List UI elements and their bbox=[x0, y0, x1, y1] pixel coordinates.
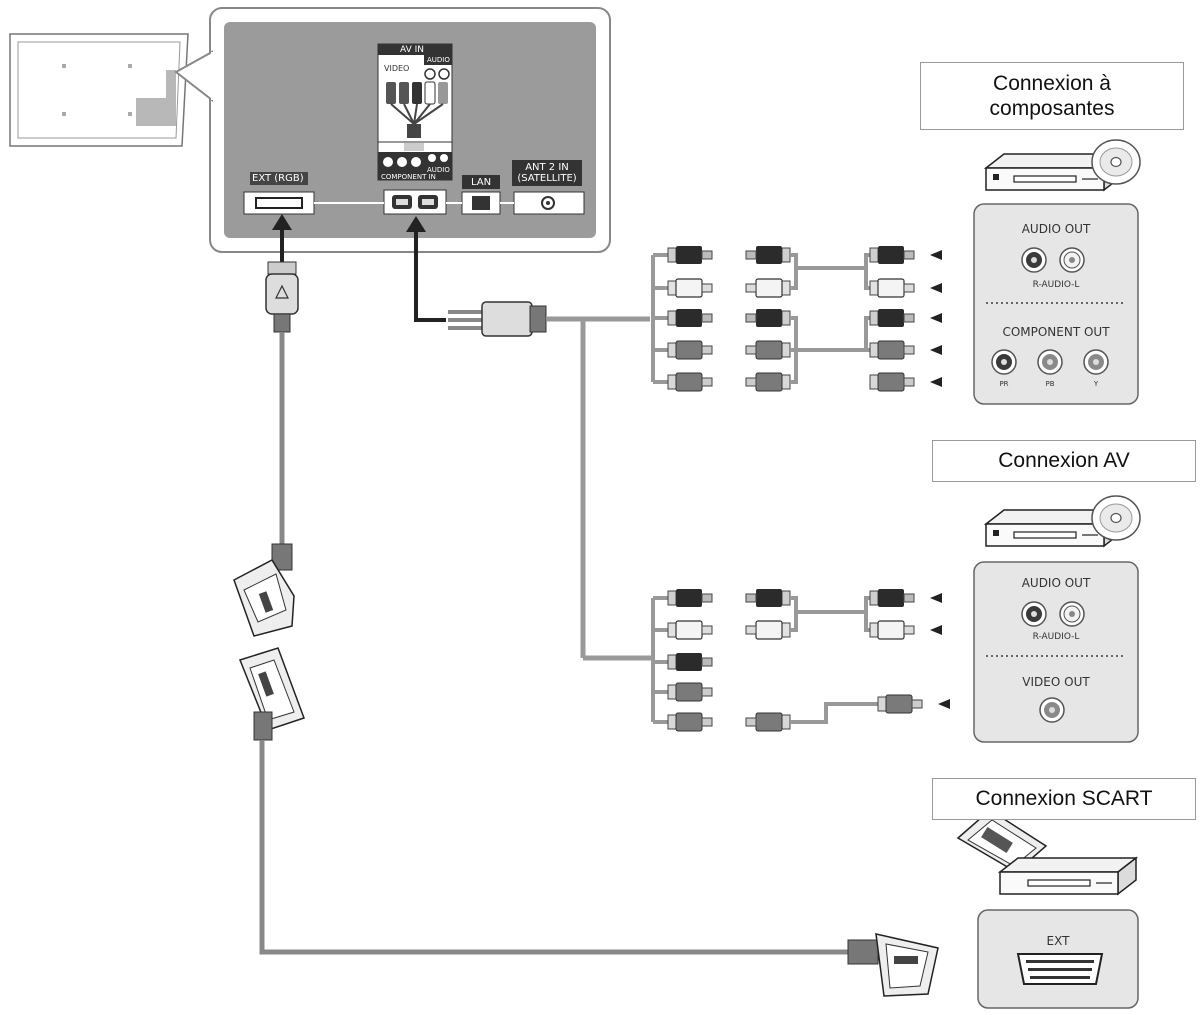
scart-port-pins bbox=[1026, 960, 1094, 979]
av-in-label: AV IN bbox=[400, 45, 424, 55]
player-av bbox=[985, 495, 1141, 547]
video-out-label: VIDEO OUT bbox=[1022, 675, 1090, 689]
av-r-audio-l-label: R-AUDIO-L bbox=[1032, 632, 1080, 642]
component-ports-box bbox=[973, 203, 1139, 405]
component-title-line2: composantes bbox=[989, 97, 1115, 120]
av-in-jacks bbox=[378, 68, 452, 180]
audio-label-bottom: AUDIO bbox=[427, 166, 450, 174]
player-scart bbox=[956, 809, 1139, 896]
ant2-label-line1: ANT 2 IN bbox=[525, 162, 569, 173]
ext-label: EXT bbox=[1046, 934, 1070, 948]
audio-label-top: AUDIO bbox=[427, 56, 450, 64]
component-r-audio-l-label: R-AUDIO-L bbox=[1032, 280, 1080, 290]
component-connection-title: Connexion à composantes bbox=[920, 62, 1184, 130]
pb-label: PB bbox=[1045, 380, 1055, 388]
av-ports-box bbox=[973, 561, 1139, 743]
component-audio-out-label: AUDIO OUT bbox=[1021, 222, 1091, 236]
lan-label: LAN bbox=[471, 177, 492, 188]
component-rca-plugs bbox=[667, 245, 942, 392]
video-label: VIDEO bbox=[384, 64, 410, 73]
scart-ports-box bbox=[977, 909, 1139, 1009]
ant2-label-line2: (SATELLITE) bbox=[517, 173, 577, 184]
arrow-component-in bbox=[406, 216, 446, 322]
player-component bbox=[985, 139, 1141, 191]
scart-connection-title: Connexion SCART bbox=[932, 778, 1196, 820]
ext-rgb-label: EXT (RGB) bbox=[252, 173, 304, 184]
tv-back-thumbnail bbox=[9, 33, 189, 147]
av-rca-plugs bbox=[667, 588, 950, 732]
scart-cable bbox=[233, 261, 939, 997]
component-adapter-cable bbox=[448, 253, 668, 724]
component-title-line1: Connexion à bbox=[993, 71, 1111, 95]
av-audio-out-label: AUDIO OUT bbox=[1021, 576, 1091, 590]
arrow-ext-rgb bbox=[272, 214, 292, 262]
component-out-label: COMPONENT OUT bbox=[1002, 325, 1110, 339]
tv-connector-panel bbox=[224, 22, 596, 238]
pr-label: PR bbox=[999, 380, 1009, 388]
y-label: Y bbox=[1093, 380, 1099, 388]
av-connection-title: Connexion AV bbox=[932, 440, 1196, 482]
component-in-label: COMPONENT IN bbox=[381, 173, 436, 181]
